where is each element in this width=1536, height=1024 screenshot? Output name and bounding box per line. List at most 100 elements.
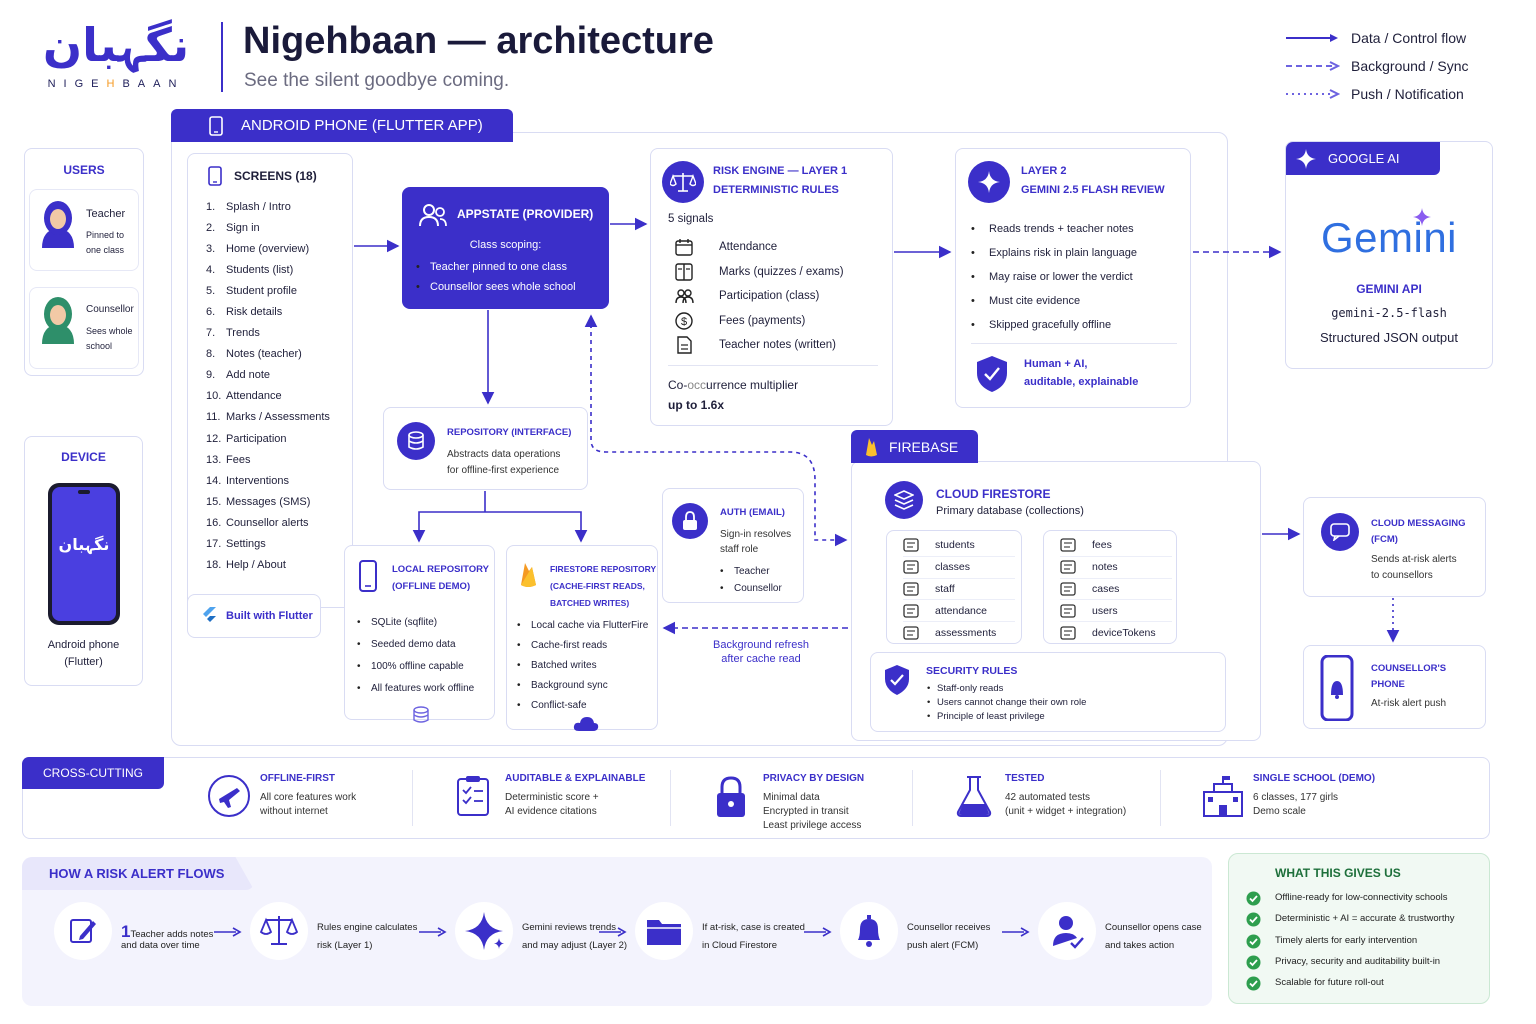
arrow-sync-to-firebase <box>590 316 848 547</box>
cross-item-line: Least privilege access <box>763 820 862 831</box>
flow-step-line2: and takes action <box>1105 940 1175 951</box>
security-rules-box: SECURITY RULES Staff-only reads Users ca… <box>870 652 1226 732</box>
cross-item-line: without internet <box>260 806 328 817</box>
signal-item: Marks (quizzes / exams) <box>675 260 885 285</box>
gemini-star-icon <box>1413 208 1431 226</box>
counsellor-avatar-icon <box>42 297 74 344</box>
user-check-icon <box>1038 902 1096 960</box>
screen-item: 9.Add note <box>206 369 271 382</box>
device-panel: DEVICE نگہبان Android phone (Flutter) <box>24 436 143 686</box>
user-icon <box>1060 604 1076 618</box>
screen-item: 11.Marks / Assessments <box>206 411 330 424</box>
gives-item: Privacy, security and auditability built… <box>1275 955 1441 967</box>
collection-item: notes <box>1060 557 1172 579</box>
risk-divider <box>668 365 878 366</box>
chat-icon <box>1321 513 1359 551</box>
users-group-icon <box>419 204 447 227</box>
cloud-icon <box>573 717 599 731</box>
screen-item: 8.Notes (teacher) <box>206 348 302 361</box>
people-icon <box>675 287 695 305</box>
gives-item: Deterministic + AI = accurate & trustwor… <box>1275 913 1455 925</box>
google-ai-panel: GOOGLE AI Gemini GEMINI API gemini-2.5-f… <box>1285 141 1493 369</box>
staff-icon <box>903 582 919 596</box>
security-shield-icon <box>885 665 909 695</box>
shield-check-icon <box>977 356 1007 392</box>
cross-item-line: Encrypted in transit <box>763 806 849 817</box>
flow-arrow-icon <box>1002 927 1030 937</box>
teacher-avatar-icon <box>42 201 74 248</box>
cross-cutting-banner: CROSS-CUTTING <box>22 757 164 789</box>
students-icon <box>903 538 919 553</box>
screen-item: 3.Home (overview) <box>206 242 310 255</box>
assessments-icon <box>903 626 919 640</box>
sparkle-white-icon <box>1296 148 1316 169</box>
cross-divider <box>670 770 671 826</box>
screen-item: 10.Attendance <box>206 390 282 403</box>
note-pen-icon <box>54 902 112 960</box>
flow-step-line1: If at-risk, case is created <box>702 922 805 933</box>
collection-item: attendance <box>903 600 1015 623</box>
folder-icon <box>635 902 693 960</box>
flask-icon <box>952 774 998 820</box>
logo-latin: NIGEHBAAN <box>47 78 185 90</box>
repository-box: REPOSITORY (INTERFACE) Abstracts data op… <box>383 407 588 490</box>
collection-item: assessments <box>903 622 1015 644</box>
screen-item: 7.Trends <box>206 327 260 340</box>
lock-icon <box>710 774 756 820</box>
flow-step-line2: push alert (FCM) <box>907 940 979 951</box>
arrow-repo-split <box>418 491 582 541</box>
cross-item-line: (unit + widget + integration) <box>1005 806 1127 817</box>
auth-box: AUTH (EMAIL) Sign-in resolves staff role… <box>662 488 804 603</box>
collection-item: staff <box>903 579 1015 601</box>
alert-phone-icon <box>1320 655 1354 721</box>
flow-arrow-icon <box>804 927 832 937</box>
dollar-icon: $ <box>675 312 695 330</box>
cross-divider <box>912 770 913 826</box>
users-title: USERS <box>63 163 105 177</box>
screen-item: 6.Risk details <box>206 306 283 319</box>
check-circle-icon <box>1246 912 1261 927</box>
flow-step-line1: Counsellor receives <box>907 922 991 933</box>
collection-item: deviceTokens <box>1060 622 1172 644</box>
screen-item: 14.Interventions <box>206 474 289 487</box>
bell-icon <box>840 902 898 960</box>
risk-engine-box: RISK ENGINE — LAYER 1 DETERMINISTIC RULE… <box>650 148 893 426</box>
sparkle-icon <box>455 902 513 960</box>
layer2-box: LAYER 2 GEMINI 2.5 FLASH REVIEW Reads tr… <box>955 148 1191 408</box>
cross-item-line: 6 classes, 177 girls <box>1253 792 1339 803</box>
google-ai-banner: GOOGLE AI <box>1286 142 1440 175</box>
android-banner: ANDROID PHONE (FLUTTER APP) <box>171 109 513 142</box>
device-title: DEVICE <box>61 450 106 464</box>
screen-item: 12.Participation <box>206 432 287 445</box>
phone-screen-logo: نگہبان <box>58 537 110 554</box>
header-divider <box>221 22 223 92</box>
firebase-icon <box>866 437 877 456</box>
cross-item-line: Demo scale <box>1253 806 1306 817</box>
flow-step-line1: Counsellor opens case <box>1105 922 1202 933</box>
flow-step-line2: risk (Layer 1) <box>317 940 373 951</box>
flow-arrow-icon <box>419 927 447 937</box>
flow-arrow-icon <box>599 927 627 937</box>
database-small-icon <box>413 706 429 723</box>
notes-icon <box>675 336 695 354</box>
user-teacher: Teacher Pinned to one class <box>29 189 139 271</box>
legend: Data / Control flow Background / Sync Pu… <box>1286 24 1526 108</box>
screens-phone-icon <box>208 166 222 186</box>
cross-item-line: All core features work <box>260 792 357 803</box>
flutter-badge: Built with Flutter <box>187 594 321 638</box>
document-icon <box>675 263 695 281</box>
legend-item-dotted: Push / Notification <box>1286 80 1526 108</box>
counsellor-phone-box: COUNSELLOR'S PHONE At-risk alert push <box>1303 645 1486 729</box>
logo-urdu: نگہبان <box>42 18 190 72</box>
solid-arrow-icon <box>1286 34 1338 42</box>
collection-item: classes <box>903 557 1015 579</box>
cross-item-line: Minimal data <box>763 792 820 803</box>
flow-arrow-icon <box>214 927 242 937</box>
cross-item-title: SINGLE SCHOOL (DEMO) <box>1253 773 1376 784</box>
screens-title: SCREENS (18) <box>234 169 317 183</box>
phone-notch <box>78 490 90 494</box>
